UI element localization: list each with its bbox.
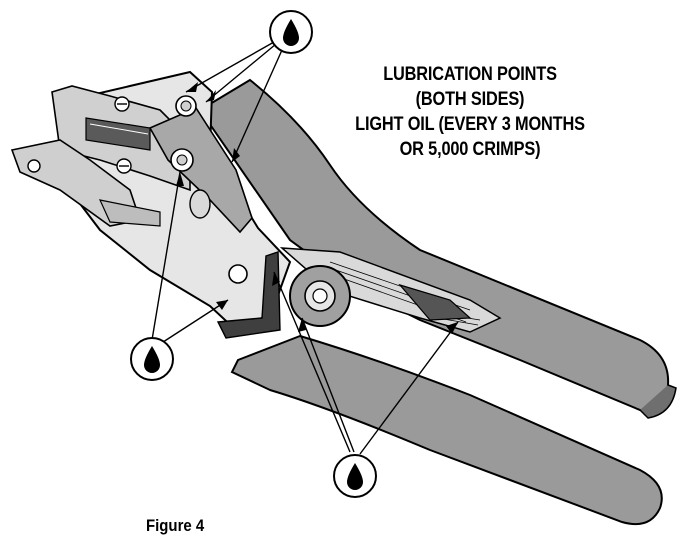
instruction-line-3: LIGHT OIL (EVERY 3 MONTHS bbox=[355, 114, 585, 135]
leader-arrowheads bbox=[176, 82, 458, 334]
instruction-line-4: OR 5,000 CRIMPS) bbox=[399, 139, 541, 160]
leader-lines bbox=[151, 41, 459, 455]
oil-drop-callout-top bbox=[269, 10, 313, 54]
oil-drop-icon bbox=[144, 346, 160, 373]
ratchet-pawl bbox=[398, 283, 472, 321]
figure-caption: Figure 4 bbox=[146, 516, 205, 535]
pivot-upper bbox=[175, 95, 197, 117]
instruction-line-2: (BOTH SIDES) bbox=[415, 89, 525, 110]
oil-drop-icon bbox=[283, 19, 299, 46]
main-pivot bbox=[289, 265, 351, 327]
handle-bracket bbox=[216, 251, 281, 339]
pivot-lower bbox=[228, 264, 248, 284]
pivot-middle bbox=[170, 148, 194, 172]
instruction-line-1: LUBRICATION POINTS bbox=[383, 64, 557, 85]
lower-handle-edge bbox=[299, 335, 641, 471]
lubrication-instructions: LUBRICATION POINTS (BOTH SIDES) LIGHT OI… bbox=[350, 62, 591, 162]
oil-drop-callout-bottom bbox=[333, 454, 377, 498]
brand-badge bbox=[189, 189, 211, 219]
die-screws bbox=[114, 96, 132, 174]
oil-drop-icon bbox=[347, 463, 363, 490]
oil-drop-callout-left bbox=[130, 337, 174, 381]
upper-handle-underside bbox=[639, 384, 677, 419]
